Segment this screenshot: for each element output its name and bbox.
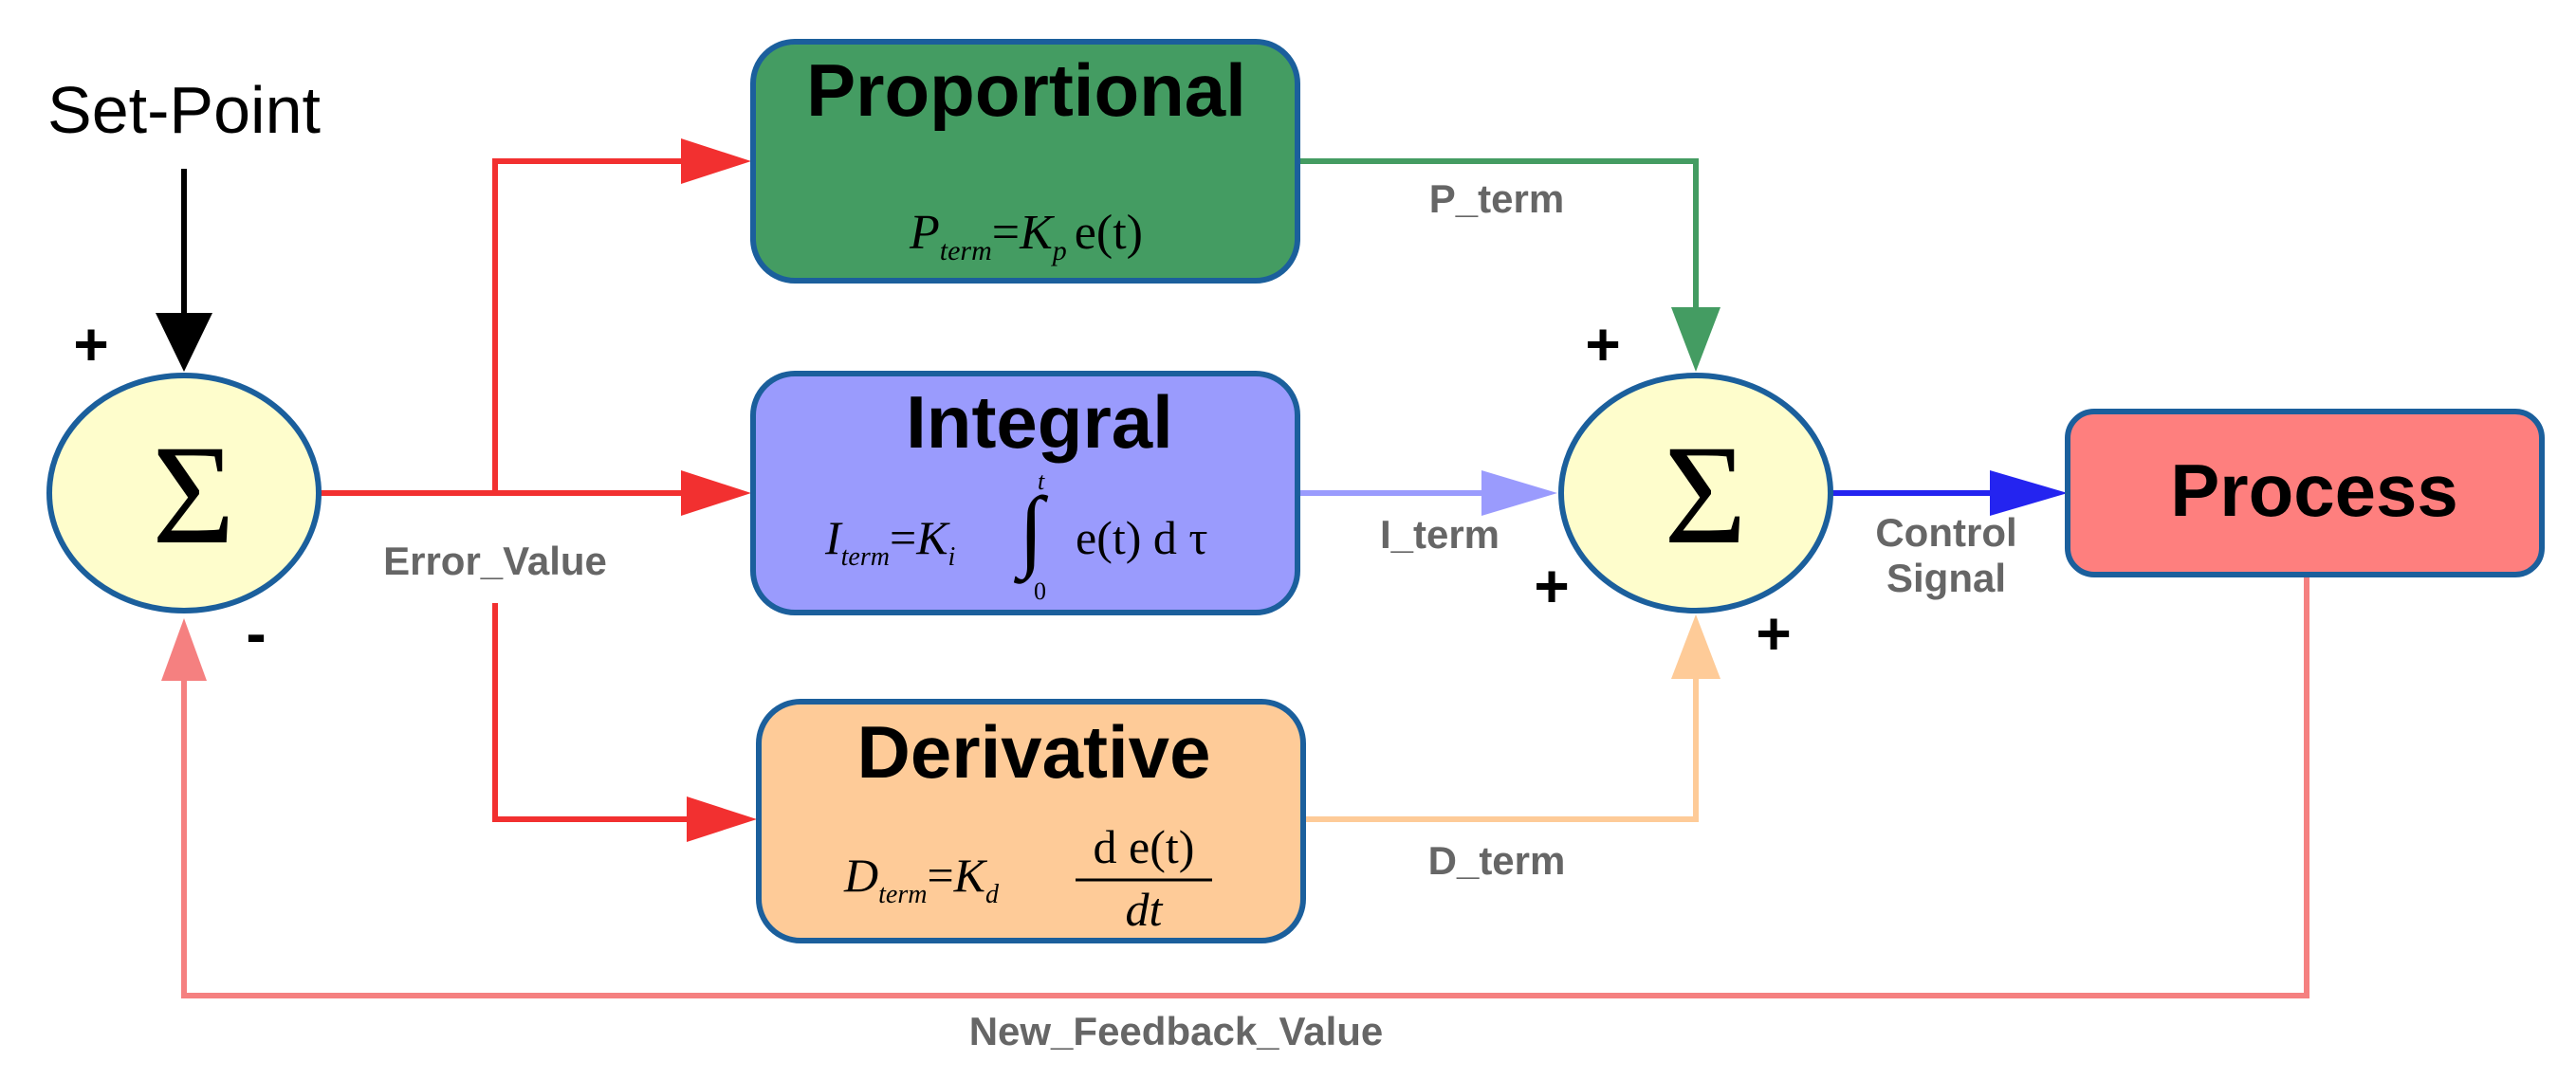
error-to-proportional-line bbox=[492, 158, 690, 493]
error-to-derivative-arrowhead bbox=[687, 796, 757, 842]
summer-left: Σ + - bbox=[46, 310, 322, 668]
process-box bbox=[2065, 409, 2545, 577]
integral-upper-limit: t bbox=[1038, 467, 1045, 495]
d-term-label: D_term bbox=[1428, 838, 1566, 883]
derivative-denominator: dt bbox=[1126, 883, 1164, 936]
i-term-arrowhead bbox=[1481, 470, 1557, 516]
summer-left-minus: - bbox=[246, 599, 266, 668]
derivative-block: Derivative Dterm=Kd d e(t) dt bbox=[756, 699, 1306, 943]
integral-sign: ∫ bbox=[1013, 478, 1049, 584]
i-term-label: I_term bbox=[1380, 512, 1500, 557]
integral-equation: Iterm=Ki bbox=[824, 511, 955, 572]
error-value-label: Error_Value bbox=[383, 539, 607, 583]
setpoint-arrowhead bbox=[156, 313, 212, 372]
summer-right-sigma: Σ bbox=[1664, 416, 1746, 574]
control-signal-label-line2: Signal bbox=[1886, 556, 2006, 600]
summer-right-plus-top: + bbox=[1585, 310, 1620, 378]
p-term-label: P_term bbox=[1429, 176, 1564, 221]
summer-right-plus-right: + bbox=[1756, 599, 1791, 668]
d-term-arrowhead bbox=[1671, 614, 1720, 679]
summer-right-circle bbox=[1558, 373, 1833, 613]
derivative-title: Derivative bbox=[857, 710, 1211, 794]
feedback-line bbox=[181, 575, 2309, 998]
summer-left-plus: + bbox=[73, 310, 108, 378]
integral-equation-rest: e(t) d τ bbox=[1076, 511, 1207, 564]
process-title: Process bbox=[2170, 448, 2458, 532]
control-signal-label-line1: Control bbox=[1875, 510, 2016, 555]
proportional-box bbox=[750, 39, 1300, 284]
process-block: Process bbox=[2065, 409, 2545, 577]
integral-title: Integral bbox=[906, 380, 1173, 464]
error-to-proportional-arrowhead bbox=[681, 138, 751, 184]
integral-box bbox=[750, 371, 1300, 615]
error-to-integral-arrowhead bbox=[681, 470, 751, 516]
control-signal-arrowhead bbox=[1990, 470, 2068, 516]
summer-right: Σ + + + bbox=[1534, 310, 1833, 668]
error-value-label-bg bbox=[359, 533, 632, 594]
integral-lower-limit: 0 bbox=[1034, 577, 1046, 605]
feedback-arrowhead bbox=[161, 618, 207, 681]
derivative-numerator: d e(t) bbox=[1094, 820, 1195, 873]
summer-left-circle bbox=[46, 373, 322, 613]
setpoint-label: Set-Point bbox=[47, 73, 321, 147]
feedback-label: New_Feedback_Value bbox=[969, 1009, 1384, 1053]
connectors bbox=[156, 138, 2309, 998]
d-term-line bbox=[1301, 673, 1699, 822]
p-term-arrowhead bbox=[1671, 307, 1720, 372]
derivative-equation: Dterm=Kd bbox=[843, 849, 1000, 909]
integral-block: Integral Iterm=Ki ∫ t 0 e(t) d τ bbox=[750, 371, 1300, 615]
p-term-line bbox=[1297, 158, 1699, 313]
proportional-title: Proportional bbox=[806, 48, 1246, 132]
summer-left-sigma: Σ bbox=[152, 416, 234, 574]
summer-right-plus-left: + bbox=[1534, 552, 1569, 620]
error-to-derivative-line bbox=[492, 603, 696, 822]
